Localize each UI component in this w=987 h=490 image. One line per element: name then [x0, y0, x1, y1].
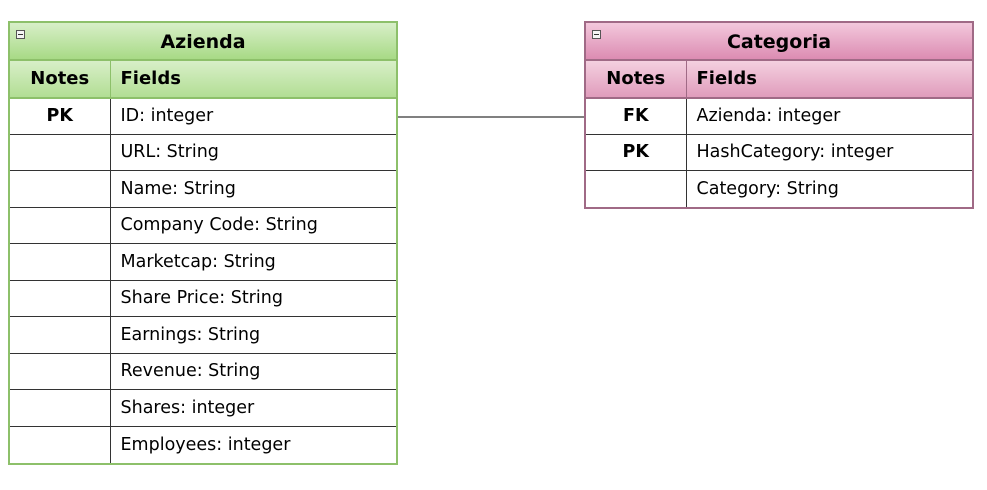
row-field: Company Code: String — [110, 207, 396, 244]
row-note — [10, 170, 111, 208]
row-field: Share Price: String — [110, 280, 396, 317]
entity-categoria-title-text: Categoria — [726, 31, 832, 53]
entity-categoria-title: Categoria — [586, 23, 972, 61]
table-row[interactable]: PK HashCategory: integer — [586, 134, 972, 171]
row-note — [10, 353, 111, 390]
table-row[interactable]: Company Code: String — [10, 207, 396, 244]
table-row[interactable]: Shares: integer — [10, 389, 396, 427]
row-note: PK — [586, 134, 687, 171]
entity-azienda-title: Azienda — [10, 23, 396, 61]
row-note — [10, 243, 111, 281]
row-field: Azienda: integer — [686, 97, 972, 135]
collapse-icon[interactable] — [16, 30, 25, 39]
table-row[interactable]: Employees: integer — [10, 426, 396, 463]
row-note: FK — [586, 97, 687, 135]
table-row[interactable]: URL: String — [10, 134, 396, 171]
table-row[interactable]: PK ID: integer — [10, 97, 396, 135]
table-row[interactable]: Marketcap: String — [10, 243, 396, 281]
row-note — [10, 280, 111, 317]
row-field: Marketcap: String — [110, 243, 396, 281]
row-note — [10, 134, 111, 171]
table-row[interactable]: Category: String — [586, 170, 972, 207]
table-header-row: Notes Fields — [10, 61, 396, 99]
entity-azienda-title-text: Azienda — [160, 31, 246, 53]
table-row[interactable]: Revenue: String — [10, 353, 396, 390]
row-field: HashCategory: integer — [686, 134, 972, 171]
row-note — [10, 389, 111, 427]
row-field: URL: String — [110, 134, 396, 171]
row-field: Revenue: String — [110, 353, 396, 390]
collapse-icon[interactable] — [592, 30, 601, 39]
fields-column-header: Fields — [686, 61, 972, 99]
row-note: PK — [10, 97, 111, 135]
table-row[interactable]: Share Price: String — [10, 280, 396, 317]
fields-column-header: Fields — [110, 61, 396, 99]
row-note — [586, 170, 687, 207]
row-note — [10, 426, 111, 463]
table-row[interactable]: FK Azienda: integer — [586, 97, 972, 135]
entity-azienda[interactable]: Azienda Notes Fields PK ID: integer URL:… — [8, 21, 398, 465]
entity-categoria-table: Notes Fields FK Azienda: integer PK Hash… — [586, 61, 972, 207]
row-field: Shares: integer — [110, 389, 396, 427]
table-row[interactable]: Name: String — [10, 170, 396, 208]
row-field: Category: String — [696, 179, 839, 199]
row-note — [10, 316, 111, 354]
entity-categoria[interactable]: Categoria Notes Fields FK Azienda: integ… — [584, 21, 974, 209]
row-field: Name: String — [110, 170, 396, 208]
row-note — [10, 207, 111, 244]
row-field: Employees: integer — [120, 434, 291, 455]
notes-column-header: Notes — [10, 61, 111, 99]
table-row[interactable]: Earnings: String — [10, 316, 396, 354]
row-field: Earnings: String — [110, 316, 396, 354]
row-field: ID: integer — [110, 97, 396, 135]
table-header-row: Notes Fields — [586, 61, 972, 99]
notes-column-header: Notes — [586, 61, 687, 99]
entity-azienda-table: Notes Fields PK ID: integer URL: String … — [10, 61, 396, 463]
